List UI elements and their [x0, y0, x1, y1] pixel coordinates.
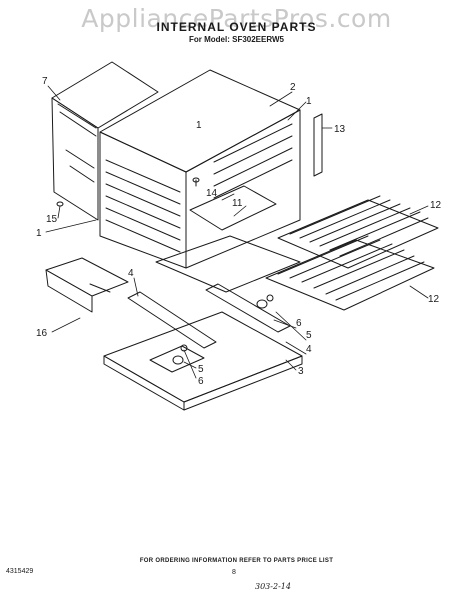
- callout-6-left: 6: [198, 376, 204, 387]
- callout-15: 15: [46, 214, 58, 225]
- model-subtitle: For Model: SF302EERW5: [189, 35, 284, 44]
- callout-5-right: 5: [306, 330, 312, 341]
- callout-3: 3: [298, 366, 304, 377]
- part-orifice-right: [256, 294, 274, 309]
- callout-14: 14: [206, 188, 218, 199]
- callout-11: 11: [232, 198, 243, 209]
- part-oven-rack-upper: [277, 195, 439, 269]
- callout-7: 7: [42, 76, 48, 87]
- callout-13: 13: [334, 124, 346, 135]
- ordering-note: FOR ORDERING INFORMATION REFER TO PARTS …: [139, 558, 334, 564]
- callout-2: 2: [290, 82, 296, 93]
- part-back-panel: [51, 61, 159, 221]
- handwritten-date: 303-2-14: [255, 582, 291, 591]
- leader-lines: [45, 85, 429, 379]
- site-watermark: AppliancePartsPros.com: [81, 4, 392, 33]
- part-bottom-tray: [103, 311, 303, 411]
- callout-12-upper: 12: [430, 200, 442, 211]
- callout-12-lower: 12: [428, 294, 440, 305]
- callout-6-right: 6: [296, 318, 302, 329]
- document-part-number: 4315429: [6, 568, 34, 575]
- part-fastener: [56, 201, 64, 207]
- page-number: 8: [232, 569, 236, 576]
- page-title: INTERNAL OVEN PARTS: [156, 20, 317, 34]
- callout-16: 16: [36, 328, 48, 339]
- part-oven-cavity: [99, 69, 301, 269]
- callout-4-right: 4: [306, 344, 312, 355]
- part-front-trim: [45, 257, 129, 313]
- callout-1-cavity: 1: [196, 120, 202, 131]
- callout-5-left: 5: [198, 364, 204, 375]
- part-oven-rack-lower: [265, 235, 435, 311]
- part-screw: [192, 177, 200, 187]
- part-side-trim: [313, 113, 323, 177]
- part-burner-right: [205, 283, 291, 333]
- part-oven-bottom-panel: [155, 235, 301, 293]
- callout-4-left: 4: [128, 268, 134, 279]
- part-burner-left: [127, 291, 217, 349]
- callout-1-left: 1: [36, 228, 42, 239]
- callout-1-top: 1: [306, 96, 312, 107]
